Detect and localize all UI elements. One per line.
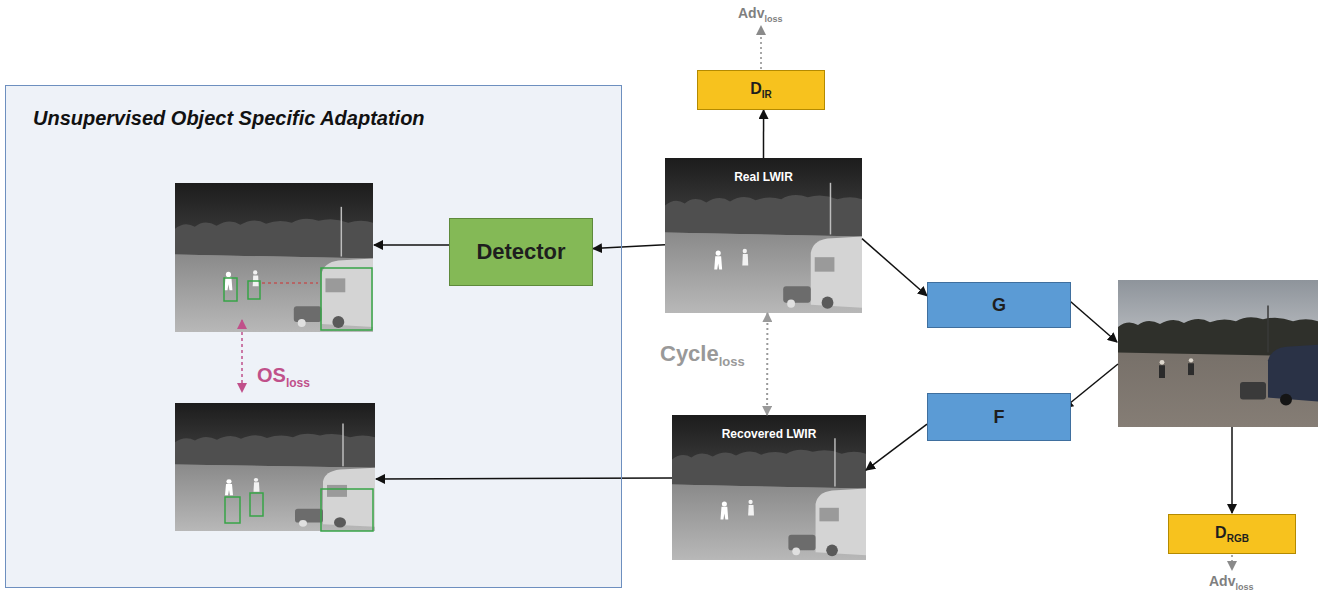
image-node: Real LWIR (665, 158, 862, 313)
generator-box: G (927, 282, 1071, 328)
arrow (1231, 427, 1233, 513)
loss-subscript: loss (1235, 582, 1253, 592)
rgb-image (1118, 280, 1318, 427)
loss-label: Advloss (738, 4, 782, 24)
loss-label: OSloss (257, 364, 310, 390)
discriminator-box: DIR (697, 70, 825, 110)
detection-box (250, 493, 263, 516)
node-label: Real LWIR (665, 170, 862, 184)
arrow (376, 478, 672, 479)
loss-subscript: loss (719, 354, 745, 369)
recovered-lwir-image (672, 415, 866, 560)
loss-arrow (1231, 555, 1233, 570)
detection-box (321, 268, 372, 330)
node-label: F (994, 407, 1005, 428)
arrow (1064, 364, 1118, 408)
arrow-connector (866, 424, 927, 470)
loss-arrow (241, 320, 243, 392)
loss-name: Adv (738, 5, 764, 21)
generator-box: F (927, 393, 1071, 441)
arrow-connector (862, 239, 927, 296)
thermal-image (175, 183, 373, 332)
arrow-connector (593, 245, 665, 249)
panel-region: Unsupervised Object Specific AdaptationD… (5, 85, 622, 588)
detection-box (225, 497, 240, 523)
detection-box (321, 489, 373, 531)
loss-subscript: loss (286, 376, 310, 390)
loss-arrow (760, 26, 762, 69)
node-label: Unsupervised Object Specific Adaptation (33, 107, 425, 130)
detector-box: Detector (449, 218, 593, 286)
loss-label: Advloss (1209, 572, 1253, 592)
node-subscript: RGB (1227, 533, 1249, 544)
loss-subscript: loss (764, 14, 782, 24)
arrow-connector (763, 110, 765, 158)
cycle-connector (766, 313, 768, 415)
panel-ground (5, 85, 622, 588)
real-lwir-image (665, 158, 862, 313)
label-group: DIR (750, 80, 772, 100)
node-subscript: IR (762, 89, 772, 100)
node-label: D (1215, 524, 1227, 541)
detection-image-top (175, 183, 373, 332)
loss-name: OS (257, 364, 286, 386)
detection-box (224, 278, 237, 301)
node-label: G (992, 295, 1006, 316)
detection-image-bottom (175, 403, 375, 531)
loss-name: Adv (1209, 573, 1235, 589)
node-label: Recovered LWIR (672, 427, 866, 441)
loss-label: Cycleloss (660, 341, 745, 369)
detection-mark (262, 282, 318, 283)
discriminator-box: DRGB (1168, 514, 1296, 554)
detection-box (248, 281, 260, 299)
label-group: DRGB (1215, 524, 1249, 544)
arrow (1063, 295, 1117, 342)
loss-name: Cycle (660, 341, 719, 366)
image-node: Recovered LWIR (672, 415, 866, 560)
thermal-image (175, 403, 375, 531)
node-label: Detector (476, 239, 565, 265)
node-label: D (750, 80, 762, 97)
arrow (374, 244, 456, 246)
